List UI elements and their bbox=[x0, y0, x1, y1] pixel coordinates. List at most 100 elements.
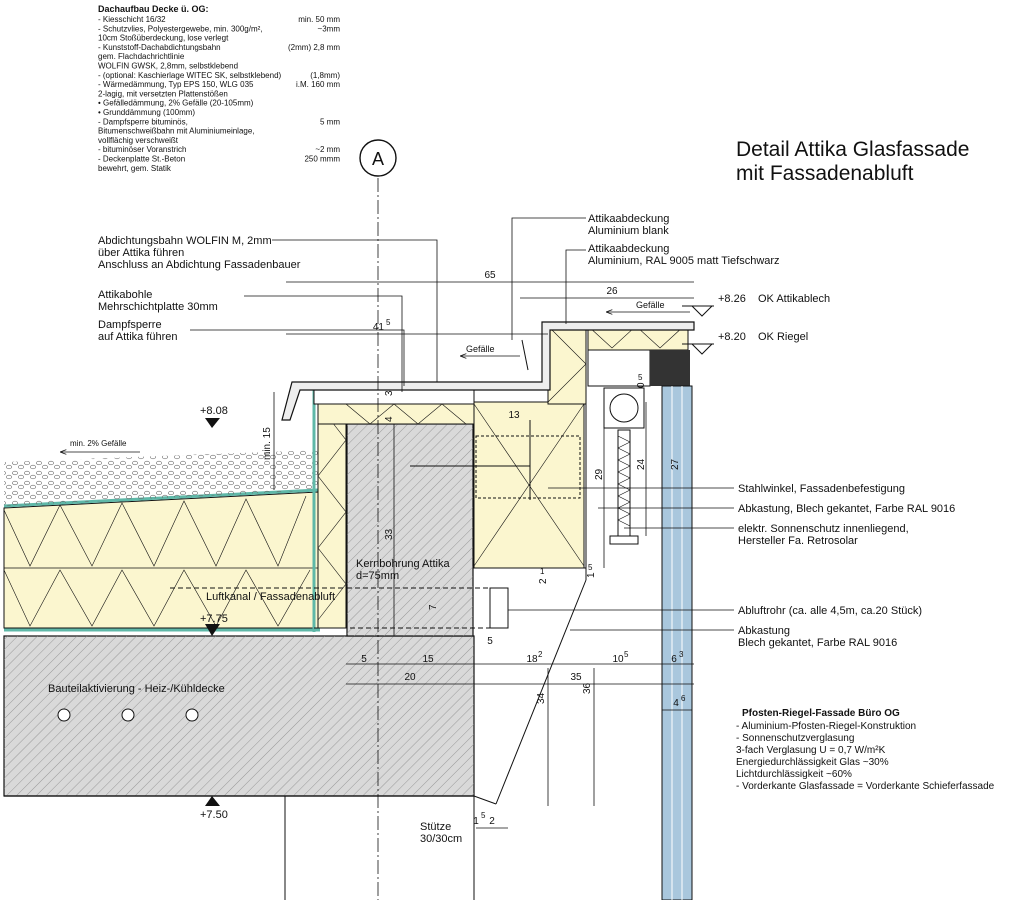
dim-65: 65 bbox=[484, 270, 496, 281]
roof-buildup-value: ~3mm bbox=[318, 24, 341, 33]
level-808: +8.08 bbox=[200, 405, 228, 417]
dim-6: 6 bbox=[671, 654, 677, 665]
pipe-3 bbox=[185, 708, 199, 722]
dim-1: 1 bbox=[586, 572, 597, 578]
dim-1-sup: 5 bbox=[588, 563, 593, 572]
dim-36: 36 bbox=[582, 682, 593, 694]
label-abdichtung-2: über Attika führen bbox=[98, 247, 184, 259]
dim-35: 35 bbox=[570, 672, 582, 683]
roof-buildup-value: (2mm) 2,8 mm bbox=[288, 43, 340, 52]
roof-buildup-row: 2-lagig, mit versetzten Plattenstößen bbox=[98, 89, 228, 98]
dim-41: 41 bbox=[373, 322, 385, 333]
roof-buildup-row: - Wärmedämmung, Typ EPS 150, WLG 035 bbox=[98, 80, 254, 89]
level-820-label: OK Riegel bbox=[758, 331, 808, 343]
roof-buildup-value: 250 mmm bbox=[304, 155, 340, 164]
cap-insulation bbox=[547, 323, 587, 405]
roof-buildup-row: - Deckenplatte St.-Beton bbox=[98, 155, 185, 164]
dim-20: 20 bbox=[404, 672, 416, 683]
dim-24: 24 bbox=[636, 458, 647, 470]
dim-7: 7 bbox=[428, 604, 439, 610]
roof-buildup-row: WOLFIN GWSK, 2,8mm, selbstklebend bbox=[98, 62, 238, 71]
axis-marker bbox=[359, 139, 397, 177]
roof-insulation bbox=[3, 491, 319, 629]
label-abdeckung1-1: Attikaabdeckung bbox=[588, 213, 669, 225]
label-bauteil: Bauteilaktivierung - Heiz-/Kühldecke bbox=[48, 683, 225, 695]
level-marker-775 bbox=[205, 624, 220, 636]
roof-buildup-row: - Kunststoff-Dachabdichtungsbahn bbox=[98, 43, 221, 52]
title-line-2: mit Fassadenabluft bbox=[736, 162, 914, 185]
dim-10: 10 bbox=[612, 654, 624, 665]
pipe-2 bbox=[121, 708, 135, 722]
label-attikabohle-2: Mehrschichtplatte 30mm bbox=[98, 301, 218, 313]
level-826-value: +8.26 bbox=[718, 293, 746, 305]
dim-18-sup: 2 bbox=[538, 650, 543, 659]
axis-label: A bbox=[372, 149, 384, 169]
dim-4b: 4 bbox=[673, 698, 679, 709]
label-attikabohle-1: Attikabohle bbox=[98, 289, 152, 301]
label-dampfsperre-1: Dampfsperre bbox=[98, 319, 162, 331]
roof-buildup-row: vollflächig verschweißt bbox=[98, 136, 179, 145]
label-abkastung2-1: Abkastung bbox=[738, 625, 790, 637]
level-marker-750 bbox=[205, 796, 220, 806]
roof-buildup-value: 5 mm bbox=[320, 117, 340, 126]
roof-buildup-row: - Dampfsperre bituminös, bbox=[98, 117, 188, 126]
dim-2-1: 2 bbox=[538, 578, 549, 584]
label-abdeckung2-2: Aluminium, RAL 9005 matt Tiefschwarz bbox=[588, 255, 780, 267]
roof-buildup-value: min. 50 mm bbox=[298, 15, 340, 24]
level-marker-808 bbox=[205, 418, 220, 428]
roof-buildup-heading: Dachaufbau Decke ü. OG: bbox=[98, 4, 209, 14]
roof-buildup-value: i.M. 160 mm bbox=[296, 80, 340, 89]
label-abdeckung2-1: Attikaabdeckung bbox=[588, 243, 669, 255]
label-stahlwinkel: Stahlwinkel, Fassadenbefestigung bbox=[738, 483, 905, 495]
label-abluftrohr: Abluftrohr (ca. alle 4,5m, ca.20 Stück) bbox=[738, 605, 922, 617]
dim-2: 2 bbox=[489, 816, 495, 827]
facade-heading: Pfosten-Riegel-Fassade Büro OG bbox=[742, 708, 900, 719]
roof-buildup-row: 10cm Stoßüberdeckung, lose verlegt bbox=[98, 34, 229, 43]
label-kernbohrung-2: d=75mm bbox=[356, 570, 399, 582]
dim-3: 3 bbox=[384, 390, 395, 396]
label-abdichtung-3: Anschluss an Abdichtung Fassadenbauer bbox=[98, 259, 301, 271]
roof-buildup-row: gem. Flachdachrichtlinie bbox=[98, 52, 185, 61]
dim-34: 34 bbox=[536, 692, 547, 704]
label-stuetze-2: 30/30cm bbox=[420, 833, 462, 845]
roof-buildup-row: bewehrt, gem. Statik bbox=[98, 164, 172, 173]
facade-line: Lichtdurchlässigkeit ~60% bbox=[736, 769, 852, 780]
dim-29: 29 bbox=[594, 468, 605, 480]
dim-5a: 5 bbox=[361, 654, 367, 665]
label-abkastung1: Abkastung, Blech gekantet, Farbe RAL 901… bbox=[738, 503, 955, 515]
level-marker-826 bbox=[682, 305, 714, 317]
dim-0-sup: 5 bbox=[638, 373, 643, 382]
label-abkastung2-2: Blech gekantet, Farbe RAL 9016 bbox=[738, 637, 897, 649]
roof-buildup-row: - (optional: Kaschierlage WITEC SK, selb… bbox=[98, 71, 282, 80]
attika-cap bbox=[281, 321, 695, 421]
pipe-1 bbox=[57, 708, 71, 722]
level-820-value: +8.20 bbox=[718, 331, 746, 343]
gravel-layer bbox=[4, 450, 318, 506]
level-750: +7.50 bbox=[200, 809, 228, 821]
roof-buildup-row: - Schutzvlies, Polyestergewebe, min. 300… bbox=[98, 24, 263, 33]
dim-4: 4 bbox=[384, 416, 395, 422]
parapet-insulation-left bbox=[317, 403, 347, 629]
dim-min15: min. 15 bbox=[262, 427, 273, 460]
abkastung-sheet bbox=[495, 568, 587, 805]
roof-buildup-value: (1,8mm) bbox=[310, 71, 340, 80]
dim-5b: 5 bbox=[487, 636, 493, 647]
level-826-label: OK Attikablech bbox=[758, 293, 830, 305]
label-kernbohrung-1: Kernbohrung Attika bbox=[356, 558, 450, 570]
facade-line: 3-fach Verglasung U = 0,7 W/m²K bbox=[736, 745, 886, 756]
dim-26: 26 bbox=[606, 286, 618, 297]
label-gefaelle-2: Gefälle bbox=[466, 344, 495, 354]
dim-10-sup: 5 bbox=[624, 650, 629, 659]
level-775: +7.75 bbox=[200, 613, 228, 625]
dim-15: 15 bbox=[422, 654, 434, 665]
facade-riegel bbox=[587, 349, 651, 387]
dim-27: 27 bbox=[670, 458, 681, 470]
roof-buildup-row: Bitumenschweißbahn mit Aluminiumeinlage, bbox=[98, 127, 255, 136]
level-marker-820 bbox=[682, 343, 714, 355]
roof-buildup-row: - Kiesschicht 16/32 bbox=[98, 15, 166, 24]
label-sonnenschutz-2: Hersteller Fa. Retrosolar bbox=[738, 535, 858, 547]
dim-1s: 1 bbox=[473, 816, 479, 827]
dim-1s-sup: 5 bbox=[481, 811, 486, 820]
label-min-gefaelle: min. 2% Gefälle bbox=[70, 439, 127, 448]
